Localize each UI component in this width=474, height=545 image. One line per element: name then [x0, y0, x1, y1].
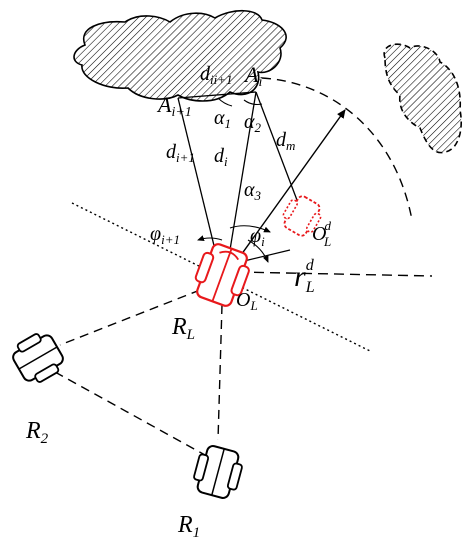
link-R2-to-R1 — [54, 371, 206, 456]
label-O-L: OL — [236, 289, 258, 313]
label-A-i1: Ai+1 — [156, 92, 192, 120]
arrow-r-L-d — [239, 249, 291, 263]
label-R-2: R2 — [25, 418, 49, 447]
label-alpha2: α2 — [244, 111, 262, 135]
heading-reference-line — [237, 271, 433, 277]
angle-alpha2-arc — [243, 99, 263, 106]
label-A-i: Ai — [243, 62, 262, 90]
label-R-1: R1 — [177, 512, 200, 541]
leader-robot — [194, 243, 250, 307]
dashed-obstacle — [383, 43, 462, 154]
label-d-i: di — [214, 145, 228, 169]
link-leader-to-R2 — [59, 289, 201, 346]
label-alpha1: α1 — [214, 107, 231, 131]
follower-robot-R1 — [193, 445, 243, 499]
angle-phi-i1-arc — [197, 235, 223, 241]
line-d-i — [227, 91, 257, 263]
label-phi-i: φi — [250, 225, 265, 249]
label-d-ii1: dii+1 — [200, 63, 233, 87]
label-phi-i1: φi+1 — [150, 223, 180, 247]
label-R-L: RL — [171, 314, 195, 343]
angle-phi-i-arc — [247, 239, 269, 263]
obstacle-region — [73, 9, 287, 102]
angle-alpha3-arc — [229, 225, 271, 233]
line-to-desired — [255, 91, 301, 209]
desired-robot — [282, 195, 322, 237]
label-d-m: dm — [276, 129, 295, 153]
line-d-i1 — [177, 97, 219, 263]
link-leader-to-R1 — [217, 304, 223, 441]
arrow-d-m — [235, 109, 346, 263]
dotted-boundary-line — [71, 202, 373, 353]
angle-alpha1-arc — [217, 97, 233, 107]
label-d-i1: di+1 — [166, 141, 195, 165]
segment-d-ii1 — [177, 91, 257, 99]
label-alpha3: α3 — [244, 179, 262, 203]
follower-robot-R2 — [12, 333, 64, 383]
